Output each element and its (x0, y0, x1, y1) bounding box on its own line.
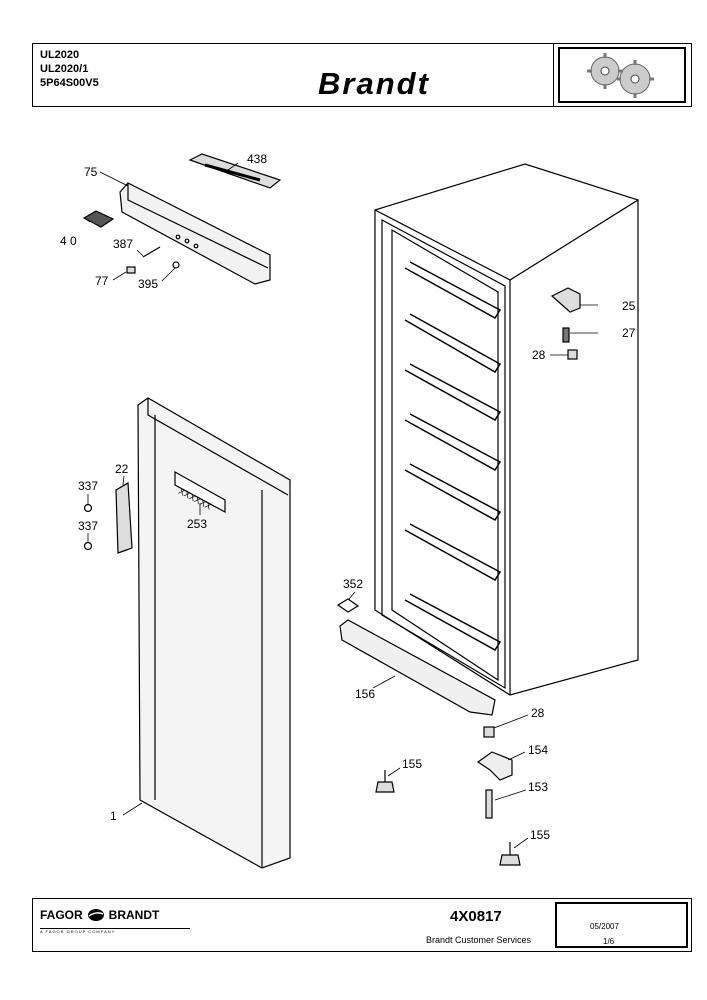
label-1: 1 (110, 809, 117, 823)
label-337b: 337 (78, 519, 99, 533)
bush-28a (567, 349, 578, 360)
label-154: 154 (528, 743, 549, 757)
label-77: 77 (95, 274, 109, 288)
label-40: 4 0 (60, 234, 77, 248)
cabinet-part (374, 163, 639, 696)
hinge-25 (550, 287, 581, 313)
pin-27 (562, 327, 570, 343)
label-253: 253 (187, 517, 208, 531)
foot-155a (375, 781, 395, 793)
company-subtitle: A FAGOR GROUP COMPANY (40, 928, 190, 934)
lamp-77 (126, 266, 136, 274)
label-387: 387 (113, 237, 134, 251)
company-name: FAGOR (40, 908, 83, 922)
label-28a: 28 (532, 348, 546, 362)
control-panel-part (119, 182, 271, 285)
handle-22 (115, 481, 133, 554)
bracket-154 (476, 751, 513, 781)
footer-date-box (555, 902, 688, 948)
door-part (137, 397, 291, 869)
document-date: 05/2007 (590, 922, 619, 931)
plug-352 (336, 598, 360, 613)
label-25: 25 (622, 299, 636, 313)
label-28b: 28 (531, 706, 545, 720)
gears-logo-box (558, 47, 686, 103)
model-3: 5P64S00V5 (40, 77, 99, 89)
cap-337a (83, 503, 93, 513)
gears-icon (587, 53, 654, 98)
fagor-brandt-logo: FAGOR BRANDT (40, 908, 159, 922)
company-name-2: BRANDT (108, 908, 160, 922)
foot-155b (499, 854, 521, 866)
brand-logo: Brandt (318, 66, 430, 101)
label-27: 27 (622, 326, 636, 340)
label-153: 153 (528, 780, 549, 794)
label-155a: 155 (402, 757, 423, 771)
model-2: UL2020/1 (40, 63, 89, 75)
cap-337b (83, 541, 93, 551)
label-395: 395 (138, 277, 159, 291)
swoosh-icon (87, 909, 104, 921)
label-156: 156 (355, 687, 376, 701)
bush-28b (483, 726, 495, 738)
service-name: Brandt Customer Services (426, 935, 532, 945)
grille-156 (339, 619, 496, 716)
page-number: 1/6 (603, 937, 615, 946)
document-code: 4X0817 (450, 908, 502, 925)
bolt-153 (485, 789, 493, 819)
header-divider-left (553, 43, 554, 107)
washer-395 (172, 261, 180, 269)
label-438: 438 (247, 152, 268, 166)
knob-part (82, 210, 115, 228)
thermostat-board-part (188, 153, 282, 189)
model-list: UL2020 UL2020/1 5P64S00V5 (40, 48, 99, 90)
label-352: 352 (343, 577, 364, 591)
label-75: 75 (84, 165, 98, 179)
label-337a: 337 (78, 479, 99, 493)
screw-387 (142, 246, 161, 258)
label-22: 22 (115, 462, 129, 476)
model-1: UL2020 (40, 49, 80, 61)
label-155b: 155 (530, 828, 551, 842)
